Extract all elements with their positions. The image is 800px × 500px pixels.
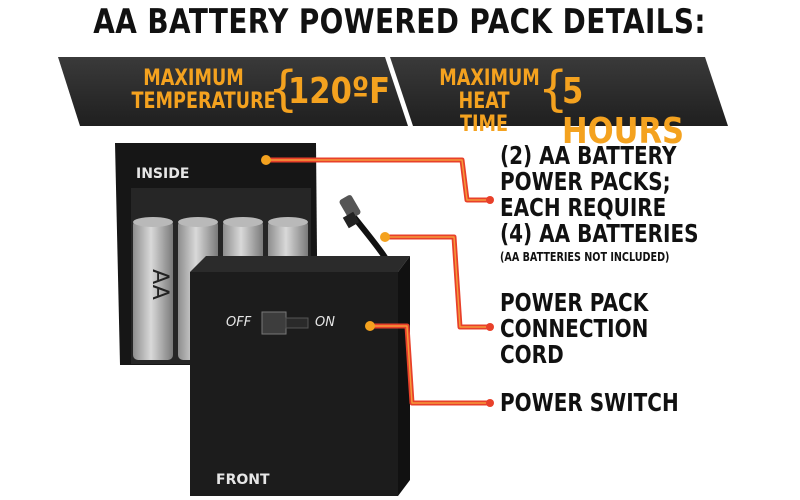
callout-battery-line: POWER PACKS; (500, 167, 671, 196)
callout-cord-line: CORD (500, 340, 564, 369)
banner-left-line2: TEMPERATURE (131, 89, 276, 114)
brace-icon: { (268, 61, 299, 117)
switch-on-label: ON (315, 315, 335, 330)
callout-cord-line: POWER PACK (500, 288, 649, 317)
banner-max-heat-time: MAXIMUM HEAT TIME { 5 HOURS (390, 60, 730, 152)
callout-battery-packs: (2) AA BATTERY POWER PACKS; EACH REQUIRE… (500, 143, 748, 247)
banner-left-line1: MAXIMUM (143, 66, 244, 91)
switch-off-label: OFF (226, 315, 252, 330)
inside-label: INSIDE (136, 166, 190, 182)
banner-right-value: 5 HOURS (562, 71, 685, 152)
callout-power-switch-text: POWER SWITCH (500, 388, 679, 417)
battery-note-text: (AA BATTERIES NOT INCLUDED) (500, 250, 670, 264)
brace-icon: { (538, 61, 569, 117)
banner-left-value: 120ºF (288, 71, 391, 112)
page-title: AA BATTERY POWERED PACK DETAILS: (93, 2, 707, 42)
banner-right-bg (390, 57, 728, 126)
leader-line-power-switch (365, 321, 494, 407)
banner-max-temperature: MAXIMUM TEMPERATURE { 120ºF (58, 60, 408, 126)
leader-line-connection-cord (380, 232, 494, 331)
battery-note: (AA BATTERIES NOT INCLUDED) (500, 250, 712, 264)
banner-right-line2: HEAT TIME (458, 89, 510, 137)
callout-power-switch: POWER SWITCH (500, 390, 723, 416)
banner-right-line1: MAXIMUM (439, 66, 540, 91)
power-switch (261, 311, 309, 335)
aa-battery (133, 217, 173, 360)
leader-line-battery-packs (261, 155, 494, 204)
callout-battery-line: (4) AA BATTERIES (500, 219, 699, 248)
callout-battery-line: EACH REQUIRE (500, 193, 667, 222)
callout-connection-cord: POWER PACK CONNECTION CORD (500, 290, 685, 368)
callout-battery-line: (2) AA BATTERY (500, 141, 677, 170)
leader-lines (261, 155, 494, 407)
callout-cord-line: CONNECTION (500, 314, 649, 343)
battery-aa-label: AA (146, 269, 172, 300)
banner-left-bg (58, 57, 408, 126)
front-label: FRONT (216, 472, 270, 488)
front-box (190, 256, 410, 496)
